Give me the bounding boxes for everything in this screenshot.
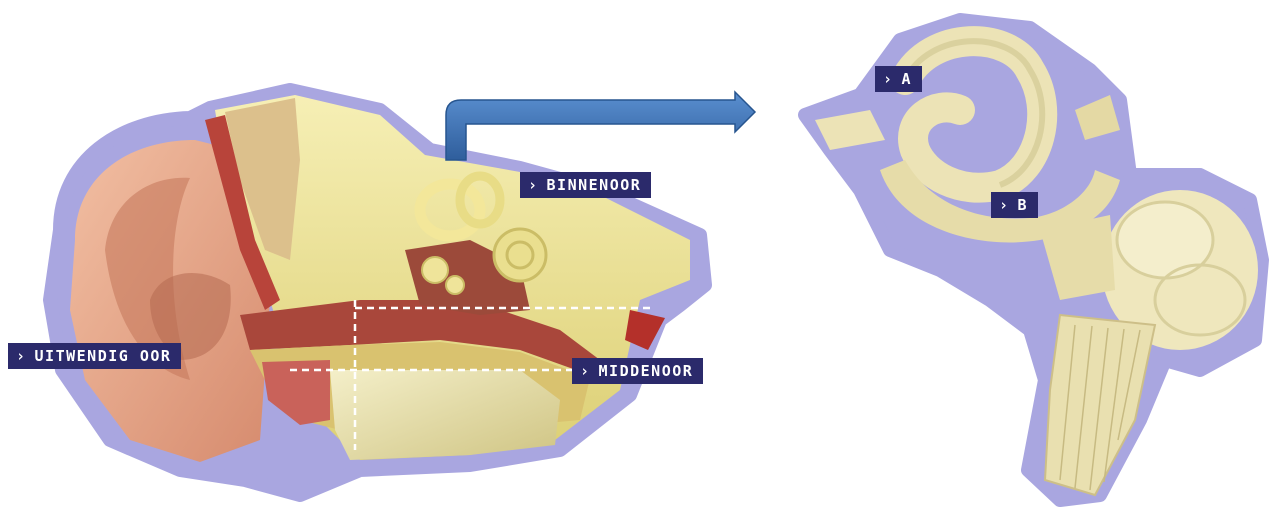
label-outer-ear[interactable]: › UITWENDIG OOR	[8, 343, 181, 369]
label-part-b[interactable]: ›B	[991, 192, 1038, 218]
inner-ear-model-illustration	[805, 20, 1262, 500]
ossicle-2	[446, 276, 464, 294]
label-part-a[interactable]: ›A	[875, 66, 922, 92]
ossicles	[422, 257, 448, 283]
ear-cross-section-illustration	[50, 90, 705, 495]
arrow-right-icon	[446, 92, 755, 160]
label-part-b-text: B	[1018, 196, 1029, 214]
cochlea-left-model	[494, 229, 546, 281]
cochlea-turn	[1117, 202, 1213, 278]
chevron-right-icon: ›	[883, 70, 894, 88]
label-middle-ear-text: MIDDENOOR	[599, 362, 694, 380]
label-inner-ear[interactable]: › BINNENOOR	[520, 172, 651, 198]
label-middle-ear[interactable]: › MIDDENOOR	[572, 358, 703, 384]
chevron-right-icon: ›	[580, 362, 591, 380]
chevron-right-icon: ›	[999, 196, 1010, 214]
label-part-a-text: A	[902, 70, 913, 88]
chevron-right-icon: ›	[528, 176, 539, 194]
chevron-right-icon: ›	[16, 347, 27, 365]
label-outer-ear-text: UITWENDIG OOR	[35, 347, 172, 365]
lower-bone-block	[330, 370, 560, 460]
label-inner-ear-text: BINNENOOR	[547, 176, 642, 194]
